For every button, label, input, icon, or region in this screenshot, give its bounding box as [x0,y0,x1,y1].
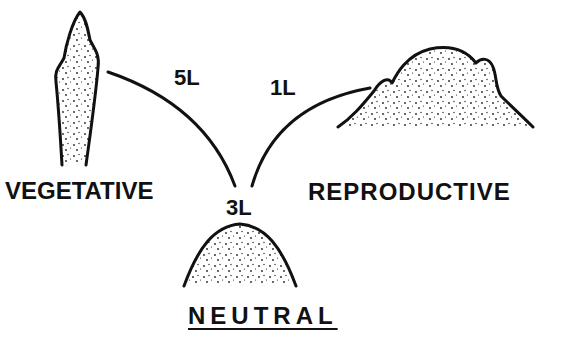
leaf-count: 5L [172,66,202,90]
sequence-curve [252,88,370,186]
apex-outline [370,45,535,140]
apex-shape [338,48,533,127]
vegetative-apex: VEGETATIVE [50,10,108,165]
stage-label: VEGETATIVE [5,177,153,205]
stage-label: REPRODUCTIVE [308,178,511,206]
leaf-count: 3L [224,196,254,220]
sequence-line [252,88,370,186]
apex-shape [184,224,296,286]
stage-label: NEUTRAL [188,302,338,330]
apex-outline [50,10,108,165]
reproductive-apex: REPRODUCTIVE [370,45,535,140]
apex-shape [56,12,99,165]
leaf-count: 1L [268,76,298,100]
